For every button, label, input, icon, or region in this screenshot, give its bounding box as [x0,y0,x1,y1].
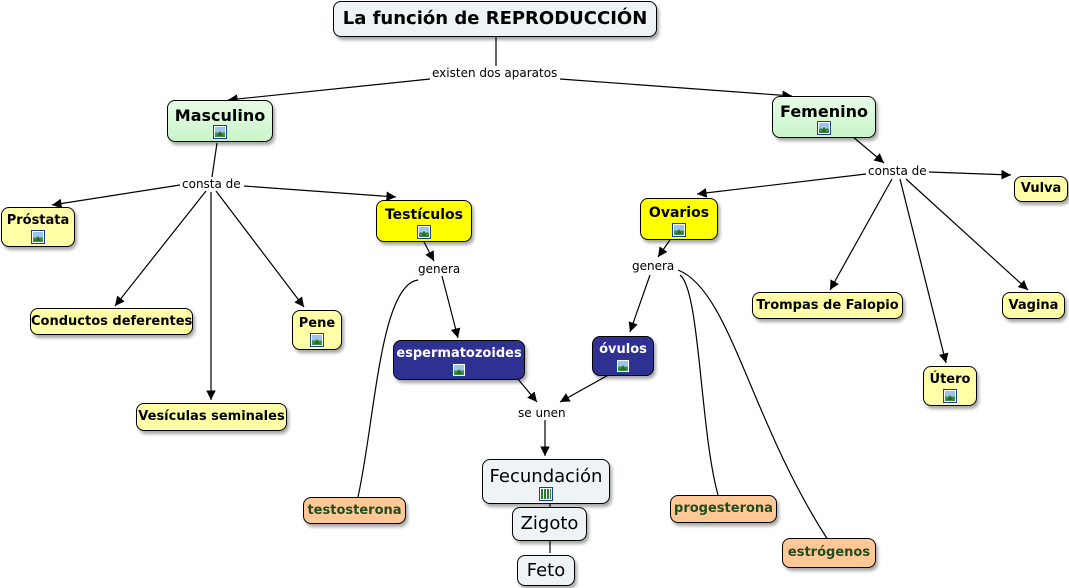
main-title-node[interactable]: La función de REPRODUCCIÓN [333,1,657,37]
image-icon[interactable] [417,225,431,239]
concept-label: Trompas de Falopio [756,298,899,313]
concept-label: Vesículas seminales [138,409,285,424]
image-icon[interactable] [213,125,227,139]
concept-label: Útero [929,372,971,387]
film-icon[interactable] [539,487,553,501]
concept-label: óvulos [599,342,647,357]
concept-vagina[interactable]: Vagina [1002,292,1065,319]
phrase-se-unen: se unen [516,406,568,420]
concept-label: Vagina [1008,298,1059,313]
concept-label: Vulva [1020,181,1062,196]
concept-label: Femenino [780,102,868,121]
concept-label: Zigoto [520,513,579,534]
image-icon[interactable] [452,363,466,377]
concept-label: Masculino [174,106,266,125]
concept-ovarios[interactable]: Ovarios [640,198,718,240]
concept-testiculos[interactable]: Testículos [376,200,472,242]
image-icon[interactable] [817,121,831,135]
concept-utero[interactable]: Útero [923,366,977,406]
image-icon[interactable] [616,359,630,373]
concept-label: progesterona [674,501,773,516]
concept-label: Conductos deferentes [31,314,193,329]
concept-label: Próstata [6,213,70,228]
concept-vesiculas-seminales[interactable]: Vesículas seminales [136,403,287,431]
concept-testosterona[interactable]: testosterona [303,497,406,524]
concept-label: Pene [298,316,336,331]
image-icon[interactable] [310,333,324,347]
concept-prostata[interactable]: Próstata [1,207,75,247]
phrase-consta-masculino: consta de [180,177,243,191]
concept-pene[interactable]: Pene [292,310,342,350]
concept-label: Feto [526,560,566,581]
concept-label: testosterona [307,503,402,518]
concept-zigoto[interactable]: Zigoto [512,507,587,541]
concept-femenino[interactable]: Femenino [772,96,876,138]
concept-feto[interactable]: Feto [517,555,575,586]
phrase-consta-femenino: consta de [866,164,929,178]
concept-label: espermatozoides [396,346,522,361]
phrase-genera-ovarios: genera [630,259,677,273]
concept-label: estrógenos [787,545,871,560]
concept-label: Fecundación [489,466,603,487]
concept-label: Testículos [384,207,464,223]
concept-espermatozoides[interactable]: espermatozoides [393,340,525,380]
image-icon[interactable] [672,223,686,237]
concept-trompas-de-falopio[interactable]: Trompas de Falopio [752,292,903,319]
main-title: La función de REPRODUCCIÓN [342,8,648,29]
concept-label: Ovarios [648,205,710,221]
image-icon[interactable] [31,230,45,244]
image-icon[interactable] [943,389,957,403]
concept-masculino[interactable]: Masculino [167,100,273,142]
concept-fecundacion[interactable]: Fecundación [482,459,610,504]
phrase-genera-testiculos: genera [416,262,463,276]
concept-ovulos[interactable]: óvulos [592,336,654,376]
concept-vulva[interactable]: Vulva [1014,176,1068,202]
phrase-existen: existen dos aparatos [430,66,560,80]
concept-progesterona[interactable]: progesterona [670,495,777,523]
concept-estrogenos[interactable]: estrógenos [782,538,876,568]
concept-conductos-deferentes[interactable]: Conductos deferentes [30,308,193,335]
